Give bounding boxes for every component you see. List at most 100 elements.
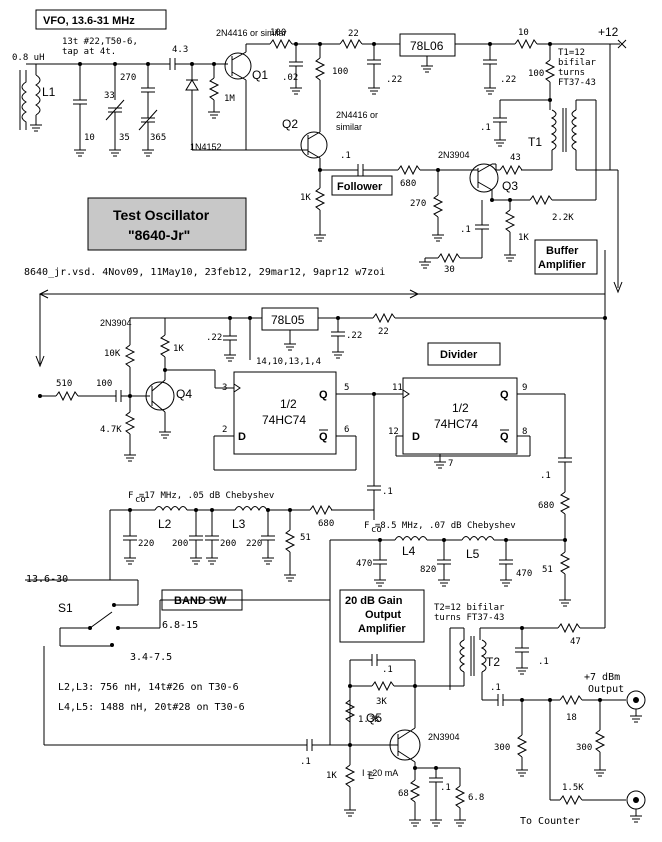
- counter-label: To Counter: [520, 816, 580, 827]
- ff1-part: 74HC74: [262, 413, 306, 427]
- ff2-qb-label: Q: [500, 431, 509, 443]
- t1-note-2: bifilar: [558, 58, 597, 68]
- divider-label-box: [427, 342, 501, 366]
- filter1-sub: co: [135, 495, 146, 505]
- t2-transformer: [450, 627, 487, 700]
- c200b-value: 200: [220, 539, 236, 549]
- r47k-value: 4.7K: [100, 425, 122, 435]
- l1-inductor: [19, 63, 43, 132]
- ff2-chip: [402, 377, 518, 455]
- c1d-value: .1: [382, 487, 393, 497]
- r1m-value: 1M: [224, 94, 235, 104]
- q4-transistor: [145, 381, 175, 411]
- r30-value: 30: [444, 265, 455, 275]
- c22c-value: .22: [206, 333, 222, 343]
- t2-note-1: T2=12 bifilar: [434, 603, 505, 613]
- c1b-value: .1: [340, 151, 351, 161]
- r300a-value: 300: [494, 743, 510, 753]
- r10-value: 10: [518, 28, 529, 38]
- t1-note-3: turns: [558, 68, 585, 78]
- r18-value: 18: [566, 713, 577, 723]
- c220b-value: 220: [246, 539, 262, 549]
- q5-label: Q5: [366, 711, 382, 725]
- r47-value: 47: [570, 637, 581, 647]
- q2-part-1: 2N4416 or: [336, 110, 378, 120]
- output-amp-2: Output: [365, 609, 401, 621]
- sw-pos-2: 6.8-15: [162, 620, 198, 631]
- q3-transistor: [469, 163, 499, 193]
- ff1-q-pin: 5: [344, 383, 349, 393]
- c270-value: 270: [120, 73, 136, 83]
- output-label-2: Output: [588, 684, 624, 695]
- c100-value: 100: [96, 379, 112, 389]
- revision-line: 8640_jr.vsd. 4Nov09, 11May10, 23feb12, 2…: [24, 267, 385, 278]
- r680b-value: 680: [318, 519, 334, 529]
- r68-value: 68: [398, 789, 409, 799]
- test-osc-title-2: "8640-Jr": [128, 227, 190, 243]
- r22b-value: 22: [378, 327, 389, 337]
- q2-part-2: similar: [336, 122, 362, 132]
- q3-label: Q3: [502, 179, 518, 193]
- q4-part: 2N3904: [100, 318, 132, 328]
- ff1-qb-label: Q: [319, 431, 328, 443]
- c02-value: .02: [282, 73, 298, 83]
- ff2-clk-pin: 11: [392, 383, 403, 393]
- q5-part: 2N3904: [428, 732, 460, 742]
- c22d-value: .22: [346, 331, 362, 341]
- ff1-d-label: D: [238, 431, 246, 443]
- r51b-value: 51: [542, 565, 553, 575]
- reg-pins: 14,10,13,1,4: [256, 357, 321, 367]
- supply-label: +12: [598, 25, 619, 39]
- ie-label: I =20 mA: [362, 768, 398, 778]
- r100b-value: 100: [332, 67, 348, 77]
- switch-wiper[interactable]: [89, 611, 113, 629]
- c22a-value: .22: [386, 75, 402, 85]
- coil-note-1: 13t #22,T50-6,: [62, 37, 138, 47]
- r1kd-value: 1K: [326, 771, 337, 781]
- r22k-value: 2.2K: [552, 213, 574, 223]
- c1g-value: .1: [382, 665, 393, 675]
- ff2-qb-pin: 8: [522, 427, 527, 437]
- follower-label: Follower: [337, 181, 383, 193]
- r68b-value: 6.8: [468, 793, 484, 803]
- filter2-caps: [373, 540, 513, 587]
- t1-transformer: [550, 100, 578, 170]
- t2-label: T2: [486, 655, 500, 669]
- r680c-value: 680: [538, 501, 554, 511]
- test-osc-title-box: [87, 197, 247, 251]
- c470a-value: 470: [356, 559, 372, 569]
- q1-part: 2N4416 or similar: [216, 28, 287, 38]
- c22b-value: .22: [500, 75, 516, 85]
- t2-note-2: turns FT37-43: [434, 613, 504, 623]
- q1-label: Q1: [252, 68, 268, 82]
- c365-value: 365: [150, 133, 166, 143]
- ff2-gnd-pin: 7: [448, 459, 453, 469]
- l3-label: L3: [232, 517, 246, 531]
- divider-label: Divider: [440, 349, 478, 361]
- filter2-spec: F =8.5 MHz, .07 dB Chebyshev: [364, 521, 516, 531]
- ff1-chip: [233, 371, 337, 455]
- output-label-1: +7 dBm: [584, 672, 620, 683]
- ff1-q-label: Q: [319, 389, 328, 401]
- c1a-value: .1: [480, 123, 491, 133]
- c1f-value: .1: [538, 657, 549, 667]
- r270-value: 270: [410, 199, 426, 209]
- c10-value: 10: [84, 133, 95, 143]
- l4-label: L4: [402, 544, 416, 558]
- r100c-value: 100: [528, 69, 544, 79]
- filter2-sub: co: [371, 525, 382, 535]
- ff2-q-label: Q: [500, 389, 509, 401]
- ff2-q-pin: 9: [522, 383, 527, 393]
- r22a-value: 22: [348, 29, 359, 39]
- inductor-note-2: L4,L5: 1488 nH, 20t#28 on T30-6: [58, 702, 245, 713]
- c43-value: 4.3: [172, 45, 188, 55]
- follower-label-box: [331, 175, 393, 196]
- q4-label: Q4: [176, 387, 192, 401]
- band-sw-label: BAND SW: [174, 595, 227, 607]
- c1-emitter: .1: [440, 783, 451, 793]
- output-amp-label-box: [339, 589, 425, 643]
- c470b-value: 470: [516, 569, 532, 579]
- buffer-label-box: [534, 239, 598, 275]
